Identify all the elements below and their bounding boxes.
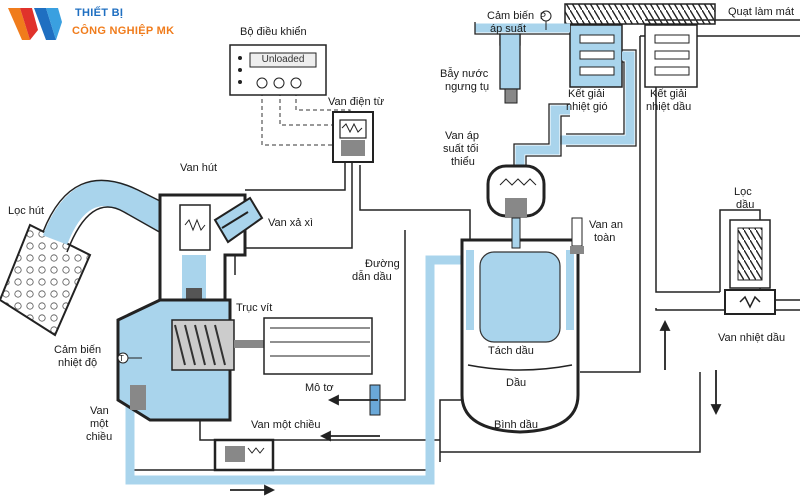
label-temp-sensor-1: Cảm biến — [54, 344, 102, 356]
label-temp-sensor-2: nhiệt độ — [58, 357, 98, 369]
flow-arrows — [230, 319, 722, 496]
brand-line-2: CÔNG NGHIỆP MK — [72, 25, 175, 37]
pressure-symbol: P — [540, 11, 547, 21]
label-oil-cooler-2: nhiệt dầu — [646, 101, 692, 113]
label-check-valve-bottom: Van một chiều — [251, 419, 321, 431]
label-air-cooler-1: Kết giải — [568, 88, 605, 100]
solenoid-valve — [332, 111, 374, 163]
label-min-pressure-valve-1: Van áp — [445, 130, 480, 142]
label-oil-tank: Bình dầu — [494, 419, 539, 431]
label-oil-cooler-1: Kết giải — [650, 88, 687, 100]
controller-box — [229, 44, 327, 96]
air-flow-outline — [513, 49, 637, 200]
label-min-pressure-valve-3: thiểu — [451, 156, 475, 168]
oil-cooler — [644, 24, 698, 88]
check-valve — [213, 438, 275, 472]
label-safety-valve-2: toàn — [594, 232, 616, 244]
relief-valve — [213, 196, 264, 244]
temperature-sensor — [117, 352, 142, 364]
label-pressure-sensor-2: áp suất — [490, 23, 527, 35]
oil-filter — [724, 219, 776, 315]
label-check-valve-left-3: chiều — [86, 431, 113, 443]
piping — [130, 19, 800, 471]
brand-line-1: THIẾT BỊ — [75, 7, 124, 19]
label-condensate-trap-1: Bẫy nước — [440, 68, 489, 80]
controller-display: Unloaded — [261, 54, 305, 65]
label-oil-separator: Tách dầu — [488, 345, 534, 357]
label-oil-line-1: Đường — [365, 258, 400, 270]
label-oil-filter-1: Lọc — [734, 186, 752, 198]
label-controller: Bộ điều khiển — [240, 26, 307, 38]
label-air-cooler-2: nhiệt gió — [566, 101, 608, 113]
label-oil-filter-2: dầu — [736, 199, 755, 211]
cooling-fan — [564, 3, 716, 25]
label-min-pressure-valve-2: suất tối — [443, 143, 479, 155]
label-safety-valve-1: Van an — [589, 219, 624, 231]
control-wiring — [261, 92, 351, 146]
label-check-valve-left-1: Van — [90, 405, 109, 417]
label-suction-filter: Lọc hút — [8, 205, 45, 217]
pressure-sensor — [474, 10, 570, 104]
brand-logo — [8, 8, 62, 40]
label-oil: Dầu — [506, 377, 527, 389]
oil-tank — [460, 164, 584, 434]
label-pressure-sensor-1: Cảm biến — [487, 10, 535, 22]
label-oil-line-2: dẫn dầu — [352, 271, 392, 283]
label-motor: Mô tơ — [305, 382, 334, 394]
suction-duct — [42, 180, 182, 246]
label-solenoid-valve: Van điện từ — [328, 96, 385, 108]
compressor-body — [116, 193, 373, 422]
label-thermostatic-valve: Van nhiệt dầu — [718, 332, 786, 344]
label-relief-valve: Van xả xì — [268, 217, 314, 229]
label-cooling-fan: Quạt làm mát — [728, 6, 795, 18]
label-condensate-trap-2: ngưng tụ — [445, 81, 490, 93]
label-screw-shaft: Trục vít — [236, 302, 273, 314]
label-suction-valve: Van hút — [180, 162, 218, 174]
label-check-valve-left-2: một — [90, 418, 109, 430]
suction-filter — [0, 223, 92, 337]
temp-symbol: T — [119, 354, 124, 363]
air-cooler — [569, 24, 623, 88]
